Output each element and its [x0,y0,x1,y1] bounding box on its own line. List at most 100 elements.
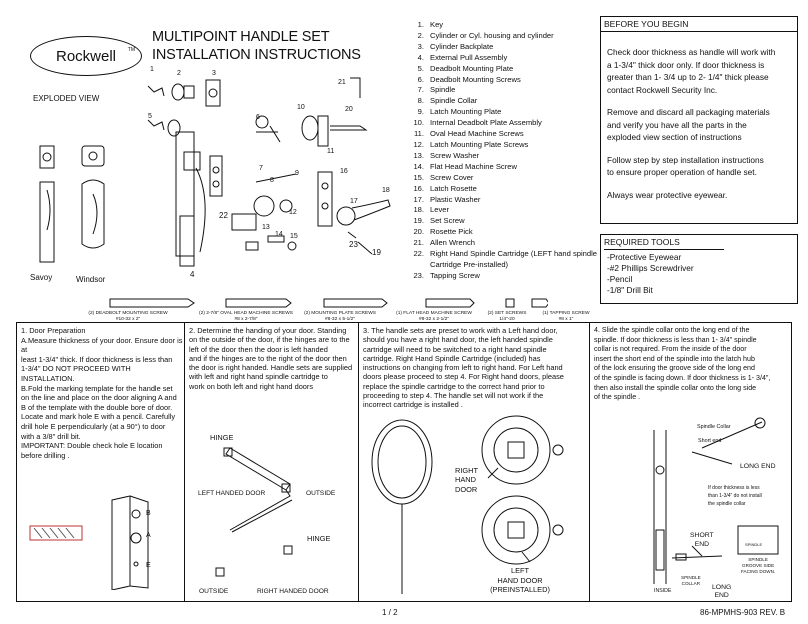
outside-label-2: OUTSIDE [199,588,229,595]
part-number: 14. [413,161,424,171]
part-name: Deadbolt Mounting Plate [430,63,514,73]
part-name: Spindle Collar [430,96,478,106]
part-number: 10. [413,118,424,128]
part-name: Flat Head Machine Screw [430,161,517,171]
callout-12: 12 [289,209,297,216]
part-item: 5. Deadbolt Mounting Plate [408,64,598,75]
hole-e-label: E [146,562,151,569]
step-1-text: 1. Door Preparation A.Measure thickness … [21,326,183,460]
tools-list: -Protective Eyewear -#2 Phillips Screwdr… [607,252,694,295]
brand-name: Rockwell [55,47,116,65]
part-item: 4.External Pull Assembly [408,53,598,64]
hinge-label-1: HINGE [210,433,234,442]
callout-14: 14 [275,231,283,238]
style-savoy: Savoy [30,273,53,282]
part-name: Screw Washer [430,150,480,160]
part-name: Set Screw [430,216,465,226]
step-3-text: 3. The handle sets are preset to work wi… [363,326,564,410]
spindle-collar-label-2: SPINDLE COLLAR [681,575,701,586]
callout-5: 5 [148,113,152,120]
callout-11: 11 [327,148,335,155]
part-name: Rosette Pick [430,227,473,237]
part-number: 20. [413,227,424,237]
part-name: Latch Mounting Plate Screws [430,139,529,149]
step-4-spindle-diagram [653,417,779,584]
left-hand-door-label: LEFT HAND DOOR (PREINSTALLED) [490,566,550,595]
part-number: 13. [413,150,424,160]
part-number: 19. [413,216,424,226]
part-name: Plastic Washer [430,194,481,204]
screw-label-3: (2) MOUNTING PLATE SCREWS#8-32 x 5-1/2" [304,311,376,322]
style-windsor: Windsor [76,275,106,284]
part-number: 16. [413,183,424,193]
screw-label-1: (2) DEADBOLT MOUNTING SCREW#10-32 x 2" [88,311,168,322]
screw-label-6: (1) TAPPING SCREW#8 x 1" [542,311,590,322]
part-number: 8. [417,96,424,106]
part-name: Spindle [430,85,456,95]
part-number: 23. [413,270,424,280]
required-tools-box: REQUIRED TOOLS -Protective Eyewear -#2 P… [600,234,798,304]
part-item: 17.Plastic Washer [408,195,598,206]
part-item: 22.Right Hand Spindle Cartridge (LEFT ha… [408,249,598,271]
part-number: 21. [413,238,424,248]
callout-2: 2 [177,70,181,77]
callout-22: 22 [219,211,228,220]
before-content: Check door thickness as handle will work… [607,47,776,200]
callout-18: 18 [382,187,390,194]
before-title: BEFORE YOU BEGIN [604,19,689,29]
part-item: 3.Cylinder Backplate [408,42,598,53]
step-2-text: 2. Determine the handing of your door. S… [189,326,353,391]
part-number: 11. [414,129,424,139]
step-4-text: 4. Slide the spindle collar onto the lon… [594,326,771,402]
exploded-view-label: EXPLODED VIEW [33,94,100,103]
part-name: Deadbolt Mounting Screws [430,74,521,84]
part-name: External Pull Assembly [430,52,508,62]
part-number: 6. [417,74,424,84]
rockwell-logo: Rockwell TM [30,36,142,76]
page-title: MULTIPOINT HANDLE SET INSTALLATION INSTR… [152,29,361,63]
part-number: 7. [417,85,424,95]
hole-a-label: A [146,532,151,539]
right-hand-door-label: RIGHT HAND DOOR [455,466,478,494]
part-name: Allen Wrench [430,238,476,248]
part-item: 18.Lever [408,205,598,216]
part-item: 23. Tapping Screw [408,271,598,282]
step-2-handing-diagram [215,447,293,577]
callout-6: 6 [256,114,260,121]
part-item: 6. Deadbolt Mounting Screws [408,75,598,86]
part-item: 16. Latch Rosette [408,184,598,195]
part-item: 11.Oval Head Machine Screws [408,129,598,140]
part-number: 3. [417,41,424,51]
screw-label-4: (1) FLAT HEAD MACHINE SCREW#8-32 x 2-1/2… [396,311,472,322]
part-item: 20. Rosette Pick [408,227,598,238]
part-item: 13. Screw Washer [408,151,598,162]
page-number: 1 / 2 [382,608,398,617]
part-item: 12. Latch Mounting Plate Screws [408,140,598,151]
part-item: 10.Internal Deadbolt Plate Assembly [408,118,598,129]
part-number: 12. [413,139,424,149]
callout-3: 3 [212,70,216,77]
short-end-label-2: SHORT END [690,532,714,548]
part-name: Lever [430,205,449,215]
part-item: 7. Spindle [408,85,598,96]
part-name: Right Hand Spindle Cartridge (LEFT hand … [430,249,598,269]
callout-21: 21 [338,79,346,86]
callout-10: 10 [297,104,305,111]
part-name: Latch Rosette [430,183,477,193]
part-number: 5. [417,63,424,73]
part-item: 1.Key [408,20,598,31]
callout-23: 23 [349,240,358,249]
part-name: Tapping Screw [430,270,480,280]
callout-7: 7 [259,165,263,172]
collar-note: If door thickness is less than 1-3/4" do… [708,485,762,507]
inside-label: INSIDE [654,588,672,594]
callout-16: 16 [340,168,348,175]
steps-frame [16,322,792,602]
part-number: 2. [417,30,424,40]
part-number: 9. [417,107,424,117]
callout-9: 9 [295,170,299,177]
before-you-begin-box: BEFORE YOU BEGIN Check door thickness as… [600,16,798,224]
part-item: 21. Allen Wrench [408,238,598,249]
part-item: 2.Cylinder or Cyl. housing and cylinder [408,31,598,42]
part-number: 1. [417,20,424,29]
